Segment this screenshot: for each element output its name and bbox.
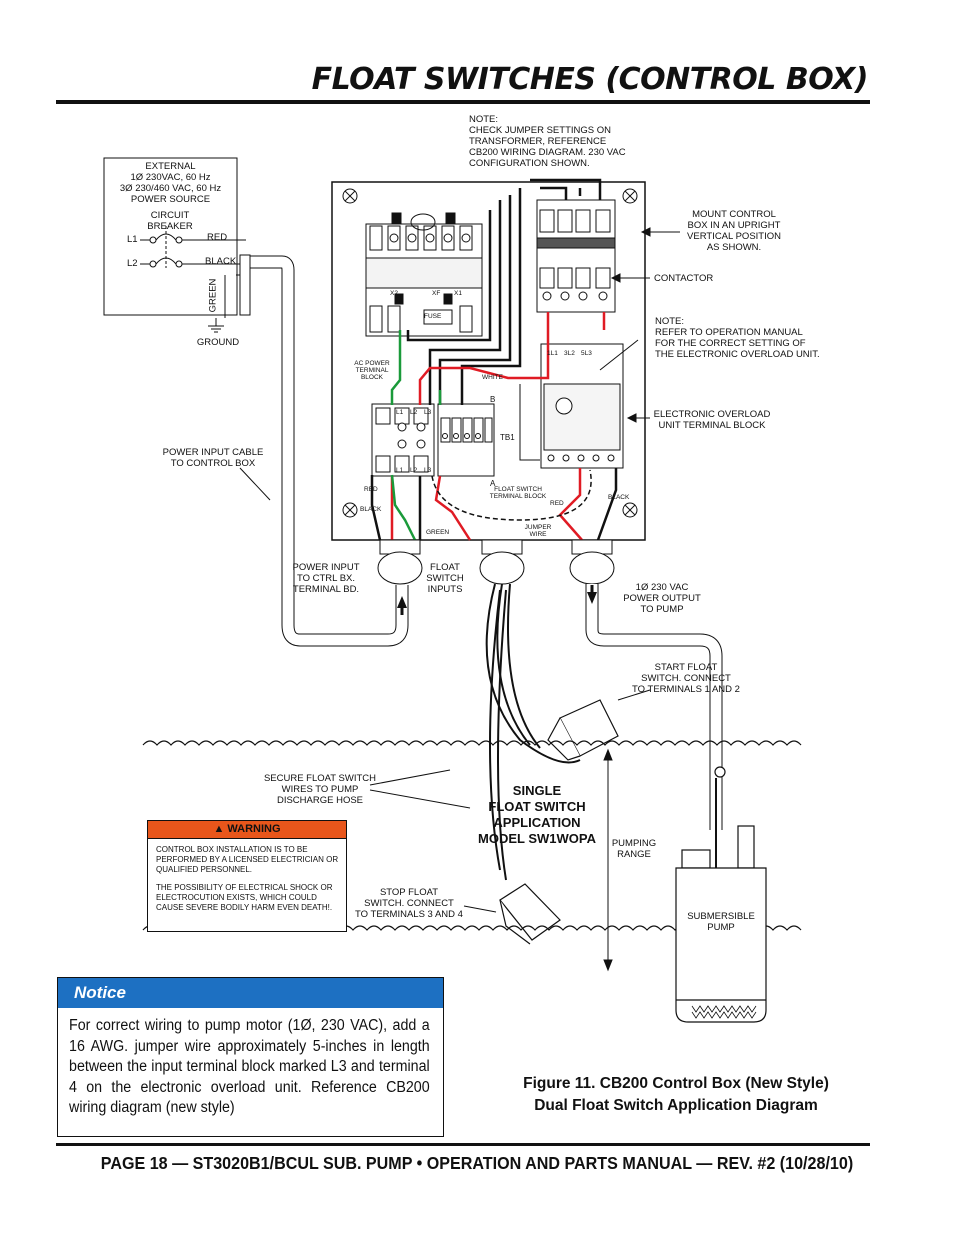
page-title: FLOAT SWITCHES (CONTROL BOX)	[311, 62, 869, 97]
x2-label: X2	[390, 290, 398, 297]
top-rule	[56, 100, 870, 104]
pump-screen	[691, 1005, 757, 1019]
out-red-label: RED	[550, 500, 564, 507]
b-label: B	[490, 395, 496, 404]
contactor-3l2-label: 3L2	[564, 350, 575, 357]
red-label: RED	[207, 232, 228, 243]
in-black-label: BLACK	[360, 506, 382, 513]
warning-header: ▲ WARNING	[148, 821, 346, 839]
tb1-l1-bottom-label: L1	[396, 467, 404, 474]
contactor-label: CONTACTOR	[654, 273, 714, 284]
in-green-label: GREEN	[426, 529, 450, 536]
white-label: WHITE	[482, 374, 503, 381]
green-wires	[390, 330, 442, 541]
a-label: A	[490, 479, 496, 488]
pumping-range-arrow	[603, 748, 613, 972]
page-footer: PAGE 18 — ST3020B1/BCUL SUB. PUMP • OPER…	[100, 1153, 854, 1173]
overload-unit	[540, 343, 624, 469]
fuse-label: FUSE	[424, 313, 442, 320]
tb1-l3-top-label: L3	[424, 409, 432, 416]
ground-symbol	[208, 318, 224, 333]
warning-body: CONTROL BOX INSTALLATION IS TO BE PERFOR…	[148, 839, 346, 913]
black-label: BLACK	[205, 256, 237, 267]
figure-caption: Figure 11. CB200 Control Box (New Style)…	[523, 1075, 829, 1114]
cord-grips	[377, 539, 615, 585]
stop-float-switch	[499, 883, 561, 945]
tb1-l2-bottom-label: L2	[410, 467, 418, 474]
tb1-l3-bottom-label: L3	[424, 467, 432, 474]
bottom-rule	[56, 1143, 870, 1146]
contactor-5l3-label: 5L3	[581, 350, 592, 357]
out-black-label: BLACK	[608, 494, 630, 501]
terminal-block-tb1	[371, 403, 495, 477]
ground-label: GROUND	[196, 337, 240, 348]
power-source-box	[103, 157, 238, 316]
circuit-breaker-symbol	[140, 226, 246, 318]
contactor-1l1-label: 1L1	[547, 350, 558, 357]
notice-title: Notice	[58, 978, 443, 1008]
down-arrow	[587, 585, 597, 604]
tb1-label: TB1	[500, 433, 515, 442]
notice-box: Notice For correct wiring to pump motor …	[57, 977, 444, 1137]
warning-title: WARNING	[227, 823, 281, 835]
notice-text: For correct wiring to pump motor (1Ø, 23…	[69, 1017, 430, 1116]
black-wires	[370, 178, 618, 541]
up-arrow	[397, 596, 407, 615]
l2-label: L2	[127, 258, 138, 269]
transformer	[365, 212, 483, 337]
tb1-l1-top-label: L1	[396, 409, 404, 416]
float-cables	[485, 583, 581, 881]
pump-power-cable	[585, 584, 723, 830]
tb1-l2-top-label: L2	[410, 409, 418, 416]
warning-box: ▲ WARNING CONTROL BOX INSTALLATION IS TO…	[147, 820, 347, 932]
submersible-pump	[675, 766, 767, 1023]
xf-label: XF	[432, 290, 441, 297]
leader-lines	[239, 227, 680, 913]
warning-paragraph: THE POSSIBILITY OF ELECTRICAL SHOCK OR E…	[156, 883, 333, 912]
contactor	[536, 199, 616, 313]
green-label: GREEN	[207, 278, 219, 313]
warning-triangle-icon: ▲	[213, 823, 228, 835]
jumper-wire	[431, 469, 592, 521]
warning-paragraph: CONTROL BOX INSTALLATION IS TO BE PERFOR…	[156, 845, 339, 874]
white-wire	[519, 384, 540, 461]
x1-label: X1	[454, 290, 462, 297]
l1-label: L1	[127, 234, 138, 245]
in-red-label: RED	[364, 486, 378, 493]
mounting-holes	[342, 188, 638, 518]
